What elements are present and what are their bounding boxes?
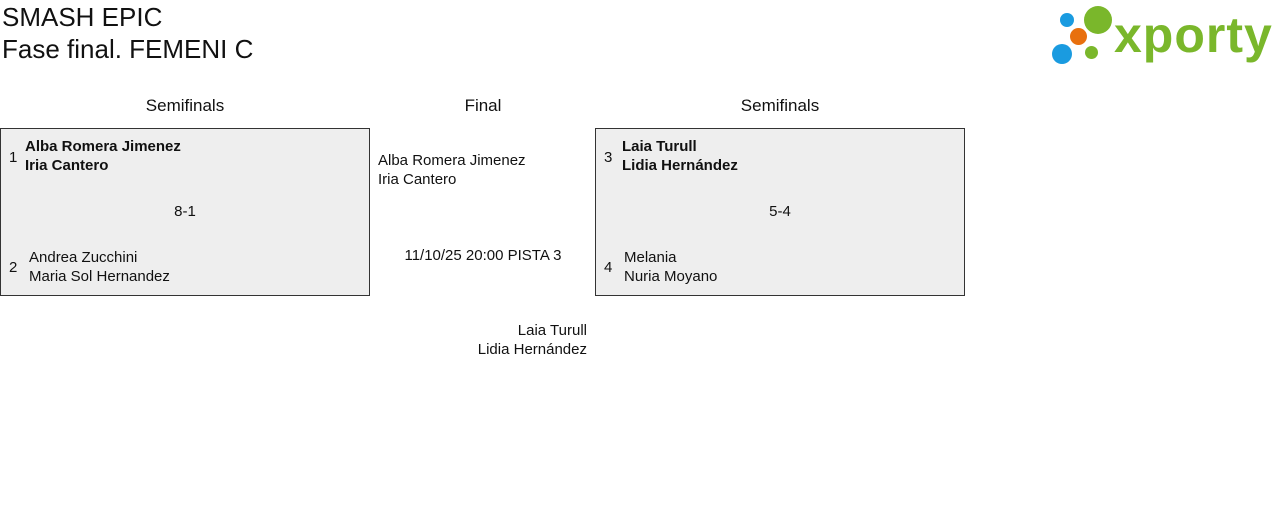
logo-dot-icon bbox=[1084, 6, 1112, 34]
match-score: 5-4 bbox=[769, 203, 791, 220]
player-name: Laia Turull bbox=[622, 138, 697, 155]
player-name: Andrea Zucchini bbox=[29, 249, 138, 266]
final-team-b: Laia Turull Lidia Hernández bbox=[400, 321, 587, 359]
team-loser: Andrea Zucchini Maria Sol Hernandez bbox=[29, 248, 170, 286]
player-name: Lidia Hernández bbox=[622, 157, 738, 174]
seed-number: 2 bbox=[9, 259, 18, 276]
logo-dot-icon bbox=[1085, 46, 1098, 59]
logo-text: xporty bbox=[1114, 7, 1273, 63]
player-name: Maria Sol Hernandez bbox=[29, 268, 170, 285]
player-name: Iria Cantero bbox=[378, 171, 457, 188]
column-header-final: Final bbox=[464, 96, 502, 115]
phase-title: Fase final. FEMENI C bbox=[2, 34, 254, 64]
final-team-a: Alba Romera Jimenez Iria Cantero bbox=[378, 151, 526, 189]
player-name: Laia Turull bbox=[517, 322, 587, 339]
logo-dot-icon bbox=[1070, 28, 1087, 45]
player-name: Lidia Hernández bbox=[477, 341, 587, 358]
xporty-logo: xporty bbox=[1050, 4, 1276, 66]
match-score: 8-1 bbox=[174, 203, 196, 220]
player-name: Alba Romera Jimenez bbox=[378, 152, 526, 169]
logo-dot-icon bbox=[1052, 44, 1072, 64]
semifinal-match-2[interactable]: 3 Laia Turull Lidia Hernández 5-4 4 Mela… bbox=[595, 128, 965, 296]
player-name: Nuria Moyano bbox=[624, 268, 718, 285]
team-loser: Melania Nuria Moyano bbox=[624, 248, 717, 286]
column-header-semifinals-left: Semifinals bbox=[145, 96, 225, 115]
logo-dot-icon bbox=[1060, 13, 1074, 27]
team-winner: Laia Turull Lidia Hernández bbox=[622, 137, 738, 175]
column-header-semifinals-right: Semifinals bbox=[740, 96, 820, 115]
seed-number: 4 bbox=[604, 259, 613, 276]
semifinal-match-1[interactable]: 1 Alba Romera Jimenez Iria Cantero 8-1 2… bbox=[0, 128, 370, 296]
final-schedule: 11/10/25 20:00 PISTA 3 bbox=[404, 247, 562, 264]
tournament-title: SMASH EPIC bbox=[2, 2, 163, 32]
team-winner: Alba Romera Jimenez Iria Cantero bbox=[25, 137, 181, 175]
player-name: Alba Romera Jimenez bbox=[25, 138, 181, 155]
seed-number: 3 bbox=[604, 149, 613, 166]
seed-number: 1 bbox=[9, 149, 18, 166]
player-name: Iria Cantero bbox=[25, 157, 109, 174]
player-name: Melania bbox=[624, 249, 677, 266]
